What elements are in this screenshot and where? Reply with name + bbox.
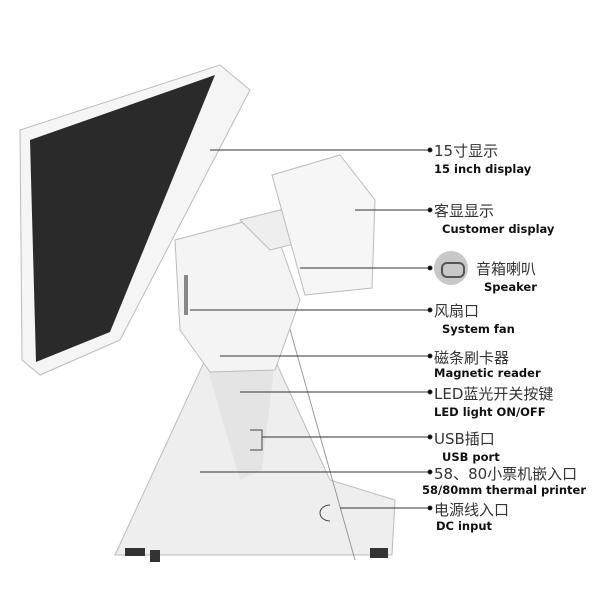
speaker-icon bbox=[434, 251, 468, 285]
leader-lines bbox=[190, 147, 433, 511]
